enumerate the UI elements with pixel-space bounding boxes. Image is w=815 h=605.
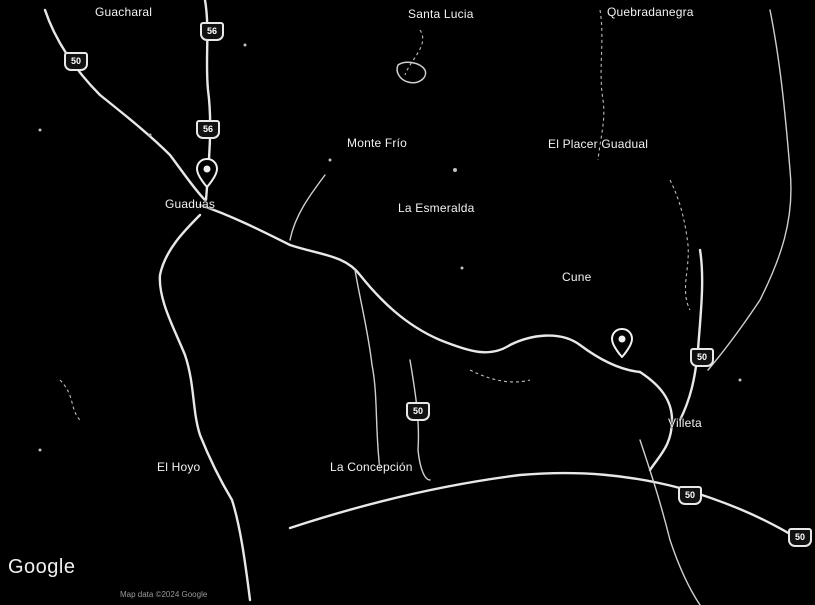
route-shield-50: 50 [678,486,702,505]
terrain-speck [38,128,42,132]
lake-north [396,61,427,84]
trail-cune-north [669,179,691,311]
place-label-villeta: Villeta [668,416,702,430]
terrain-speck [460,266,464,270]
map-attribution[interactable]: Map data ©2024 Google [120,590,208,599]
road-guaduas-south [158,213,252,602]
trail-south-west [59,379,81,421]
road-guaduas-villeta [198,203,642,374]
road-guacharal-guaduas [43,8,207,202]
place-label-santa-lucia: Santa Lucia [408,7,474,21]
road-route-50-east [638,370,674,472]
route-shield-50: 50 [406,402,430,421]
place-label-cune: Cune [562,270,592,284]
road-east-edge [707,9,792,371]
terrain-speck [738,378,742,382]
route-shield-50: 50 [690,348,714,367]
place-label-guaduas: Guaduas [165,197,216,211]
road-concepcion-east [409,359,431,481]
place-label-la-concepcion: La Concepción [330,460,413,474]
trail-concepcion [469,369,531,383]
road-monte-frio [289,174,326,241]
place-label-el-placer-guadual: El Placer Guadual [548,137,649,151]
place-label-monte-frio: Monte Frío [347,136,408,150]
map-pin-icon[interactable] [196,158,218,188]
route-shield-56: 56 [196,120,220,139]
route-shield-50: 50 [788,528,812,547]
terrain-speck [38,448,42,452]
place-label-guacharal: Guacharal [95,5,153,19]
map-pin-icon[interactable] [611,328,633,358]
route-shield-56: 56 [200,22,224,41]
place-label-la-esmeralda: La Esmeralda [398,201,475,215]
terrain-speck [328,158,332,162]
place-label-quebradanegra: Quebradanegra [607,5,694,19]
google-logo: Google [8,556,76,578]
trail-quebradanegra [597,9,605,161]
terrain-speck [243,43,247,47]
terrain-speck [148,133,152,137]
route-shield-50: 50 [64,52,88,71]
road-south-east [639,439,701,605]
terrain-speck [453,168,457,172]
road-concepcion-north [354,269,381,471]
road-south-arc [288,471,802,542]
place-label-el-hoyo: El Hoyo [157,460,201,474]
